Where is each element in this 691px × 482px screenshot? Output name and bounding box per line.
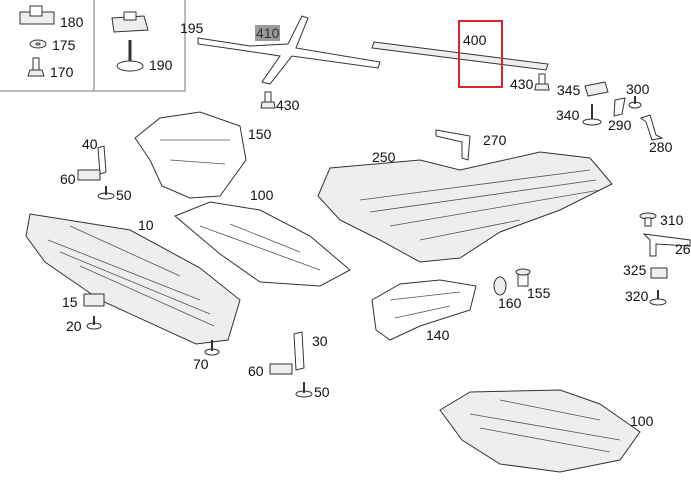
bracket-270	[435, 129, 471, 161]
panel-150	[134, 111, 247, 199]
bolt-430	[534, 73, 550, 91]
callout-325[interactable]: 325	[623, 262, 647, 278]
clip-325	[650, 267, 668, 279]
bracket-280	[639, 114, 664, 141]
screw-300	[628, 96, 642, 109]
kit-box-frame	[0, 0, 186, 92]
screw-50a	[97, 186, 115, 200]
callout-180[interactable]: 180	[60, 14, 84, 30]
strut-400[interactable]	[371, 41, 549, 71]
callout-410[interactable]: 410	[255, 25, 281, 41]
screw-340	[582, 104, 602, 126]
callout-70[interactable]: 70	[193, 356, 209, 372]
selected-part-highlight-box	[458, 20, 503, 88]
callout-345[interactable]: 345	[557, 82, 581, 98]
bracket-260	[642, 233, 691, 257]
panel-100a	[174, 201, 351, 287]
callout-60[interactable]: 60	[60, 171, 76, 187]
callout-50[interactable]: 50	[314, 384, 330, 400]
callout-320[interactable]: 320	[625, 288, 649, 304]
clip-60a	[77, 169, 101, 181]
callout-430[interactable]: 430	[510, 76, 534, 92]
callout-170[interactable]: 170	[50, 64, 74, 80]
callout-30[interactable]: 30	[312, 333, 328, 349]
callout-195[interactable]: 195	[180, 20, 204, 36]
callout-270[interactable]: 270	[483, 132, 507, 148]
clip-345	[584, 81, 609, 97]
callout-190[interactable]: 190	[149, 57, 173, 73]
callout-50[interactable]: 50	[116, 187, 132, 203]
screw-20	[86, 316, 102, 330]
callout-340[interactable]: 340	[556, 107, 580, 123]
callout-40[interactable]: 40	[82, 136, 98, 152]
panel-100b	[439, 389, 641, 473]
callout-310[interactable]: 310	[660, 212, 684, 228]
callout-300[interactable]: 300	[626, 81, 650, 97]
callout-160[interactable]: 160	[498, 295, 522, 311]
callout-60[interactable]: 60	[248, 363, 264, 379]
callout-260[interactable]: 26	[675, 241, 691, 257]
callout-150[interactable]: 150	[248, 126, 272, 142]
screw-310	[639, 212, 657, 227]
screw-70	[204, 340, 220, 356]
callout-250[interactable]: 250	[372, 149, 396, 165]
callout-10[interactable]: 10	[138, 217, 154, 233]
callout-280[interactable]: 280	[649, 139, 673, 155]
panel-140	[371, 279, 477, 341]
callout-155[interactable]: 155	[527, 285, 551, 301]
callout-20[interactable]: 20	[66, 318, 82, 334]
bracket-30	[293, 331, 305, 371]
bolt-icon	[27, 57, 45, 77]
clip-nut-icon	[19, 5, 55, 25]
clip-60b	[269, 363, 293, 375]
callout-100[interactable]: 100	[250, 187, 274, 203]
cross-member-410	[197, 15, 381, 85]
spring-clip-icon	[111, 11, 149, 33]
bolt-430b	[260, 91, 276, 109]
clip-15	[83, 293, 105, 307]
callout-430[interactable]: 430	[276, 97, 300, 113]
screw-icon	[116, 40, 144, 72]
callout-290[interactable]: 290	[608, 117, 632, 133]
washer-icon	[29, 39, 47, 49]
screw-50b	[295, 382, 313, 398]
callout-400[interactable]: 400	[463, 32, 487, 48]
bracket-290	[613, 97, 626, 117]
callout-140[interactable]: 140	[426, 327, 450, 343]
main-underbody-panel-250	[317, 151, 613, 263]
callout-15[interactable]: 15	[62, 294, 78, 310]
callout-175[interactable]: 175	[52, 37, 76, 53]
bracket-40	[97, 145, 107, 175]
grommet-160	[493, 276, 507, 296]
callout-100[interactable]: 100	[630, 413, 654, 429]
screw-320	[649, 290, 667, 306]
clip-155	[515, 268, 531, 287]
